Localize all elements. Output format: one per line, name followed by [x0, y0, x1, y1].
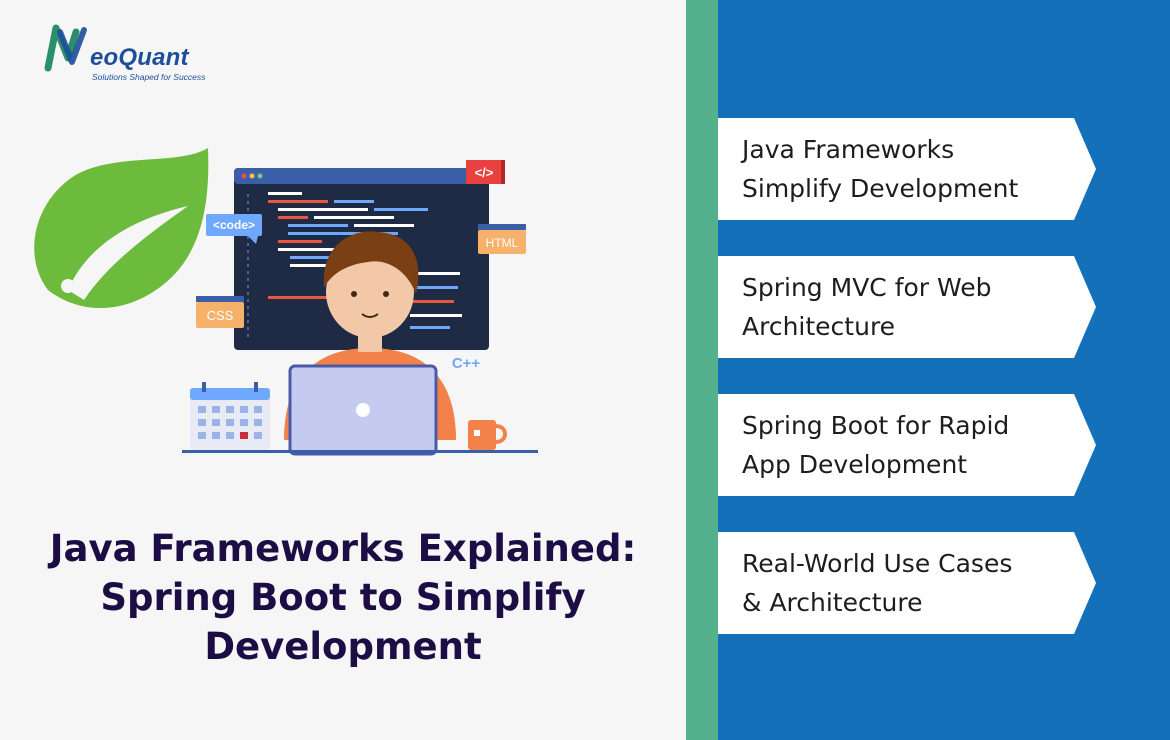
title-line: Java Frameworks Explained:	[49, 527, 637, 570]
topic-card-line: Spring MVC for Web	[742, 273, 992, 302]
topic-card-text: Real-World Use Cases & Architecture	[742, 544, 1072, 622]
left-panel: eoQuant Solutions Shaped for Success	[20, 22, 666, 671]
topic-card-line: App Development	[742, 450, 968, 479]
green-strip	[686, 0, 718, 740]
topic-card-text: Java Frameworks Simplify Development	[742, 130, 1072, 208]
topic-card: Java Frameworks Simplify Development	[718, 118, 1098, 220]
spring-leaf-icon	[34, 148, 209, 309]
topic-card-line: Simplify Development	[742, 174, 1019, 203]
calendar-icon	[190, 382, 270, 450]
laptop	[288, 364, 438, 456]
topic-card-line: Java Frameworks	[742, 135, 955, 164]
brand-logo: eoQuant Solutions Shaped for Success	[42, 22, 222, 86]
topic-card-line: & Architecture	[742, 588, 923, 617]
neoquant-logo-icon	[44, 24, 87, 72]
topic-card: Spring Boot for Rapid App Development	[718, 394, 1098, 496]
topic-card-line: Architecture	[742, 312, 896, 341]
css-tag-badge: CSS	[196, 296, 244, 328]
html-tag-label: HTML	[486, 236, 519, 250]
title-line: Development	[204, 625, 482, 668]
mug-icon	[468, 420, 507, 450]
topic-card-text: Spring Boot for Rapid App Development	[742, 406, 1072, 484]
topic-card: Spring MVC for Web Architecture	[718, 256, 1098, 358]
code-tag-badge: <code>	[206, 214, 262, 244]
brand-name: eoQuant	[90, 44, 189, 71]
page-title: Java Frameworks Explained: Spring Boot t…	[20, 524, 666, 671]
cpp-tag-label: C++	[452, 355, 481, 372]
developer-illustration: </> <code> HTML CSS	[28, 140, 558, 460]
css-tag-label: CSS	[207, 308, 234, 323]
desk-line	[182, 450, 538, 453]
topic-card-line: Spring Boot for Rapid	[742, 411, 1010, 440]
close-tag-label: </>	[475, 165, 494, 180]
topic-card-line: Real-World Use Cases	[742, 549, 1013, 578]
topic-card-text: Spring MVC for Web Architecture	[742, 268, 1072, 346]
close-tag-badge: </>	[466, 160, 505, 184]
html-tag-badge: HTML	[478, 224, 526, 254]
brand-tagline: Solutions Shaped for Success	[92, 72, 206, 82]
topic-card: Real-World Use Cases & Architecture	[718, 532, 1098, 634]
title-line: Spring Boot to Simplify	[100, 576, 586, 619]
code-tag-label: <code>	[213, 218, 255, 232]
